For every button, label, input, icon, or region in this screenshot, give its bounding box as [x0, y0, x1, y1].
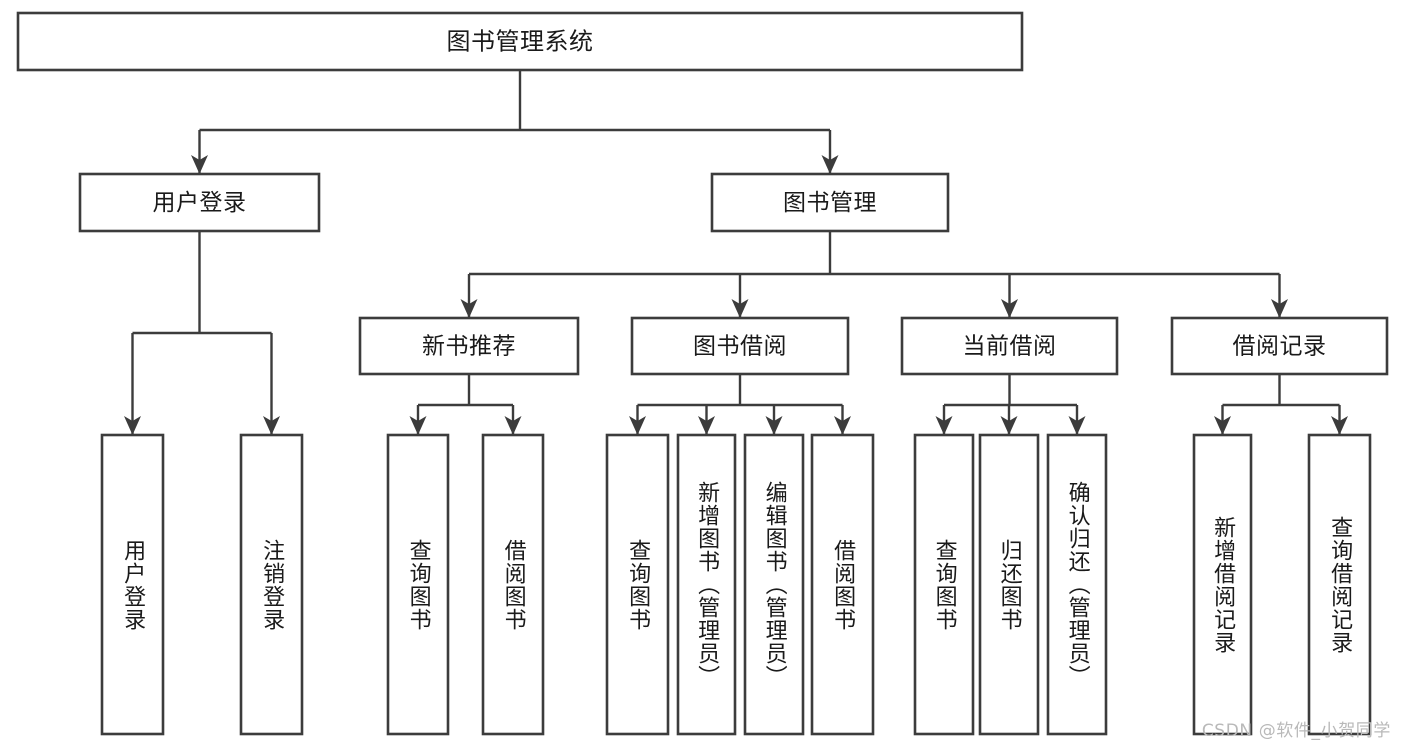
arrowhead-new-book-recommend-1 — [504, 416, 522, 435]
node-new-book-recommend[interactable] — [358, 316, 580, 376]
node-leaf-borrow-book-rec[interactable] — [481, 433, 545, 736]
arrowhead-book-borrow-0 — [629, 416, 646, 435]
node-book-borrow[interactable] — [630, 316, 850, 376]
node-leaf-return-book[interactable] — [978, 433, 1040, 736]
arrowhead-borrow-record-0 — [1214, 416, 1231, 435]
node-label-book-borrow: 图书借阅 — [693, 334, 787, 360]
arrowhead-user-login-1 — [263, 416, 280, 435]
node-leaf-query-book-current[interactable] — [913, 433, 975, 736]
node-leaf-query-borrow-record[interactable] — [1307, 433, 1372, 736]
arrowhead-bookmgmt-0 — [460, 299, 478, 318]
arrowhead-user-login-0 — [124, 416, 141, 435]
node-root[interactable] — [16, 11, 1024, 72]
watermark: CSDN @软件_小贺同学 — [1201, 721, 1391, 741]
node-leaf-user-login[interactable] — [100, 433, 165, 736]
node-current-borrow[interactable] — [900, 316, 1119, 376]
node-leaf-borrow-book[interactable] — [810, 433, 875, 736]
node-box-layer — [16, 11, 1389, 736]
node-leaf-confirm-return-admin[interactable] — [1046, 433, 1108, 736]
node-leaf-logout[interactable] — [239, 433, 304, 736]
node-label-user-login: 用户登录 — [153, 190, 247, 216]
arrowhead-current-borrow-2 — [1068, 416, 1086, 435]
node-user-login[interactable] — [78, 172, 321, 233]
node-leaf-query-book-rec[interactable] — [386, 433, 450, 736]
arrowhead-book-borrow-1 — [698, 416, 715, 435]
arrowhead-new-book-recommend-0 — [409, 416, 427, 435]
node-leaf-query-book-borrow[interactable] — [605, 433, 670, 736]
node-leaf-add-book-admin[interactable] — [676, 433, 737, 736]
arrowhead-bookmgmt-2 — [1001, 299, 1018, 318]
arrowhead-current-borrow-0 — [935, 416, 953, 435]
arrowhead-borrow-record-1 — [1331, 416, 1348, 435]
node-label-book-management: 图书管理 — [783, 190, 877, 216]
node-label-borrow-record: 借阅记录 — [1233, 334, 1327, 360]
arrowhead-book-borrow-3 — [834, 416, 851, 435]
arrowhead-root-1 — [821, 155, 839, 174]
node-label-root: 图书管理系统 — [447, 28, 594, 56]
node-leaf-add-borrow-record[interactable] — [1192, 433, 1253, 736]
connector-layer — [124, 70, 1348, 435]
node-label-new-book-recommend: 新书推荐 — [422, 334, 516, 360]
arrowhead-book-borrow-2 — [765, 416, 783, 435]
node-book-management[interactable] — [710, 172, 950, 233]
arrowhead-root-0 — [191, 155, 208, 174]
arrowhead-current-borrow-1 — [1000, 416, 1018, 435]
arrowhead-bookmgmt-3 — [1271, 299, 1288, 318]
arrowhead-bookmgmt-1 — [731, 299, 749, 318]
node-borrow-record[interactable] — [1170, 316, 1389, 376]
node-label-current-borrow: 当前借阅 — [963, 334, 1057, 360]
node-leaf-edit-book-admin[interactable] — [743, 433, 805, 736]
